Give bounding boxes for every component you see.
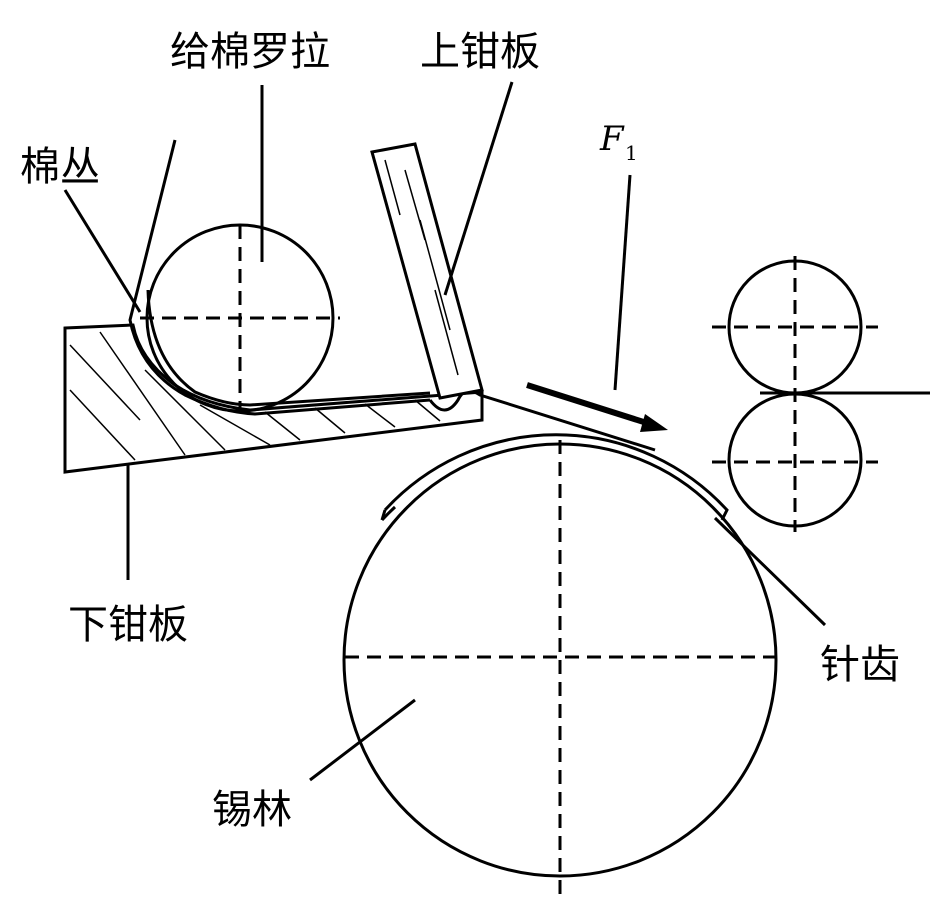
leader-lines xyxy=(63,81,827,782)
cylinder-label: 锡林 xyxy=(212,787,292,833)
force-arrow xyxy=(526,382,668,432)
detaching-rollers xyxy=(712,256,930,532)
top-nipper-label: 上钳板 xyxy=(420,29,540,75)
cylinder xyxy=(342,433,778,895)
force-subscript: 1 xyxy=(625,141,638,165)
top-nipper xyxy=(370,142,484,400)
needle-teeth-label: 针齿 xyxy=(820,642,900,688)
fiber-tuft-label: 棉丛 xyxy=(20,144,100,190)
feed-roller xyxy=(140,223,340,413)
force-label: F xyxy=(599,119,625,159)
bottom-nipper xyxy=(63,323,484,474)
bottom-nipper-label: 下钳板 xyxy=(68,602,188,648)
feed-roller-label: 给棉罗拉 xyxy=(170,29,330,75)
